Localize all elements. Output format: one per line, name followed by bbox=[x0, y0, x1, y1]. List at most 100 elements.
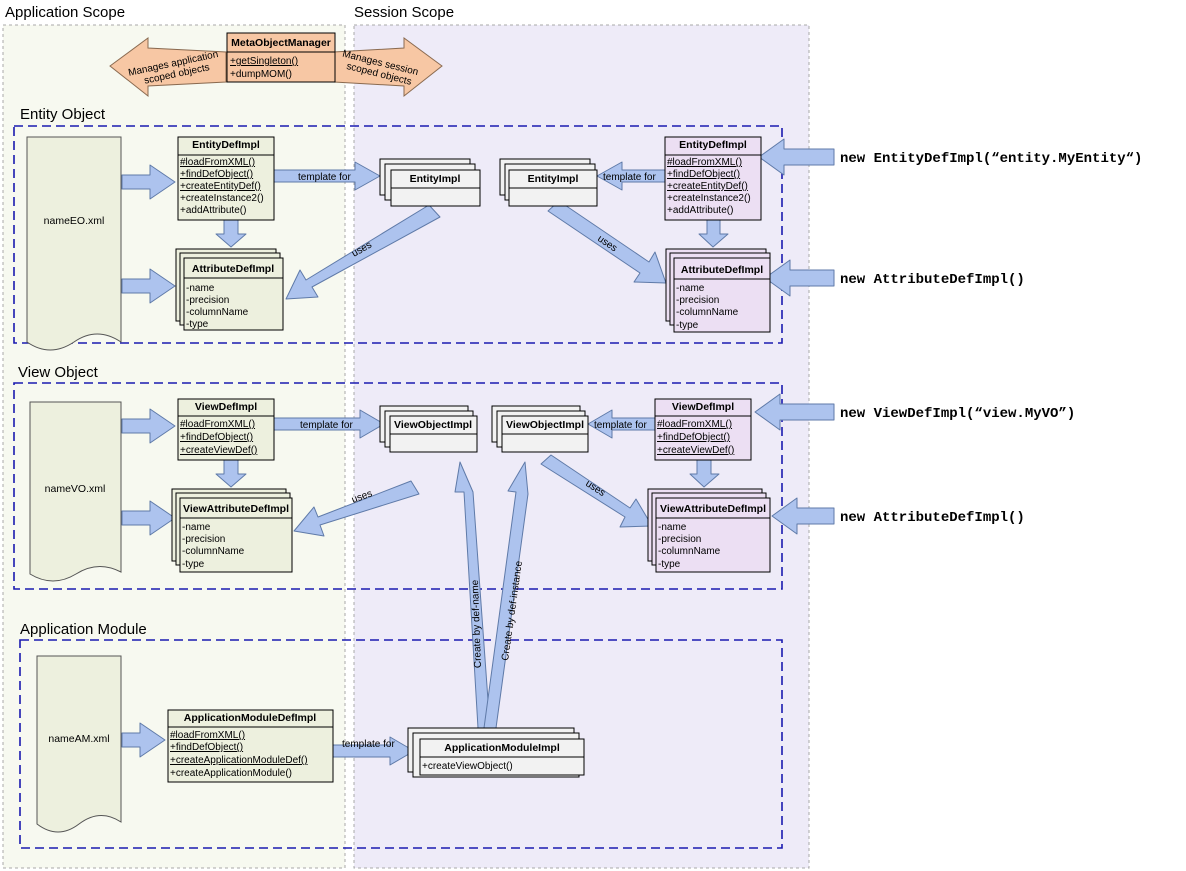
entity-section-frame bbox=[13, 125, 783, 344]
svg-text:+addAttribute(): +addAttribute() bbox=[180, 205, 246, 216]
svg-text:-precision: -precision bbox=[676, 295, 719, 306]
arrow-template-view-right bbox=[587, 409, 657, 439]
svg-text:-columnName: -columnName bbox=[186, 307, 249, 318]
svg-text:EntityImpl: EntityImpl bbox=[528, 173, 579, 185]
arrow-viewdef-right-down bbox=[689, 459, 720, 488]
code-new-attribute-def-2: new AttributeDefImpl() bbox=[840, 510, 1025, 526]
name-am-xml-label: nameAM.xml bbox=[48, 733, 109, 745]
arrow-am-to-amdef bbox=[121, 722, 166, 758]
label-template-for-entity-left: template for bbox=[298, 172, 351, 183]
svg-text:EntityDefImpl: EntityDefImpl bbox=[679, 139, 747, 151]
svg-text:EntityDefImpl: EntityDefImpl bbox=[192, 139, 260, 151]
svg-text:ViewAttributeDefImpl: ViewAttributeDefImpl bbox=[183, 503, 289, 515]
view-object-impl-right: ViewObjectImpl bbox=[491, 405, 589, 453]
arrow-new-attrdef-1 bbox=[764, 259, 835, 297]
view-attribute-def-impl-left: ViewAttributeDefImpl -name -precision -c… bbox=[171, 488, 293, 573]
svg-text:-type: -type bbox=[182, 559, 205, 570]
svg-text:ApplicationModuleDefImpl: ApplicationModuleDefImpl bbox=[184, 712, 316, 724]
left-orange-arrow bbox=[109, 37, 227, 98]
entity-def-impl-right: EntityDefImpl #loadFromXML() +findDefObj… bbox=[664, 136, 762, 221]
svg-text:+findDefObject(): +findDefObject() bbox=[180, 432, 253, 443]
name-eo-xml-document bbox=[26, 136, 122, 351]
arrow-uses-view-left bbox=[293, 480, 420, 537]
arrow-vo-to-viewattrdef bbox=[121, 500, 176, 536]
svg-text:+createViewObject(): +createViewObject() bbox=[422, 761, 513, 772]
mom-op-1: +dumpMOM() bbox=[230, 69, 292, 80]
entity-def-impl-left: EntityDefImpl #loadFromXML() +findDefObj… bbox=[177, 136, 275, 221]
svg-text:-precision: -precision bbox=[182, 534, 225, 545]
svg-text:+createEntityDef(): +createEntityDef() bbox=[180, 181, 261, 192]
svg-text:+createEntityDef(): +createEntityDef() bbox=[667, 181, 748, 192]
arrow-template-am bbox=[332, 736, 415, 766]
label-template-for-entity-right: template for bbox=[603, 172, 656, 183]
application-scope-title: Application Scope bbox=[5, 4, 125, 21]
svg-text:ViewDefImpl: ViewDefImpl bbox=[195, 401, 257, 413]
arrow-template-view-left bbox=[273, 409, 385, 439]
svg-text:ViewAttributeDefImpl: ViewAttributeDefImpl bbox=[660, 503, 766, 515]
svg-text:-type: -type bbox=[186, 319, 209, 330]
am-section-frame bbox=[19, 639, 783, 849]
svg-text:+findDefObject(): +findDefObject() bbox=[657, 432, 730, 443]
svg-text:-type: -type bbox=[676, 320, 699, 331]
arrow-uses-entity-right bbox=[547, 200, 667, 284]
entity-section-title: Entity Object bbox=[20, 106, 106, 123]
label-create-by-def-name: Create by def-name bbox=[470, 579, 484, 668]
arrow-new-attrdef-2 bbox=[771, 497, 835, 535]
svg-text:AttributeDefImpl: AttributeDefImpl bbox=[681, 264, 763, 276]
svg-text:#loadFromXML(): #loadFromXML() bbox=[667, 157, 742, 168]
arrow-uses-view-right bbox=[540, 454, 653, 528]
view-attribute-def-impl-right: ViewAttributeDefImpl -name -precision -c… bbox=[647, 488, 771, 573]
svg-text:#loadFromXML(): #loadFromXML() bbox=[170, 730, 245, 741]
arrow-template-entity-right bbox=[596, 161, 667, 191]
svg-text:#loadFromXML(): #loadFromXML() bbox=[180, 157, 255, 168]
svg-text:#loadFromXML(): #loadFromXML() bbox=[657, 419, 732, 430]
svg-text:-type: -type bbox=[658, 559, 681, 570]
svg-text:EntityImpl: EntityImpl bbox=[410, 173, 461, 185]
view-section-frame bbox=[13, 382, 783, 590]
arrow-viewdef-down bbox=[215, 459, 247, 488]
svg-text:+findDefObject(): +findDefObject() bbox=[180, 169, 253, 180]
svg-text:-columnName: -columnName bbox=[182, 546, 245, 557]
svg-text:+createViewDef(): +createViewDef() bbox=[657, 445, 734, 456]
meta-object-manager-class: MetaObjectManager +getSingleton() +dumpM… bbox=[226, 32, 336, 83]
code-new-view-def: new ViewDefImpl(“view.MyVO”) bbox=[840, 406, 1075, 422]
name-am-xml-document bbox=[36, 655, 122, 833]
svg-text:+createApplicationModule(): +createApplicationModule() bbox=[170, 768, 292, 779]
svg-text:-name: -name bbox=[658, 522, 687, 533]
svg-text:+createInstance2(): +createInstance2() bbox=[180, 193, 264, 204]
name-vo-xml-label: nameVO.xml bbox=[45, 483, 106, 495]
name-vo-xml-document bbox=[29, 401, 122, 582]
svg-text:-precision: -precision bbox=[186, 295, 229, 306]
svg-text:+createInstance2(): +createInstance2() bbox=[667, 193, 751, 204]
application-module-def-impl: ApplicationModuleDefImpl #loadFromXML() … bbox=[167, 709, 334, 783]
mom-op-0: +getSingleton() bbox=[230, 56, 298, 67]
svg-text:-name: -name bbox=[186, 283, 215, 294]
svg-text:-name: -name bbox=[182, 522, 211, 533]
attribute-def-impl-left: AttributeDefImpl -name -precision -colum… bbox=[175, 248, 284, 331]
svg-text:ViewDefImpl: ViewDefImpl bbox=[672, 401, 734, 413]
svg-text:+createApplicationModuleDef(): +createApplicationModuleDef() bbox=[170, 755, 308, 766]
svg-text:ApplicationModuleImpl: ApplicationModuleImpl bbox=[444, 742, 560, 754]
session-scope-title: Session Scope bbox=[354, 4, 454, 21]
mom-class-name: MetaObjectManager bbox=[231, 37, 331, 49]
name-eo-xml-label: nameEO.xml bbox=[44, 215, 105, 227]
arrow-vo-to-viewdef bbox=[121, 408, 176, 444]
svg-text:-columnName: -columnName bbox=[676, 307, 739, 318]
view-def-impl-right: ViewDefImpl #loadFromXML() +findDefObjec… bbox=[654, 398, 752, 461]
label-template-for-am: template for bbox=[342, 739, 395, 750]
arrow-uses-entity-left bbox=[285, 204, 441, 300]
view-object-impl-left: ViewObjectImpl bbox=[379, 405, 478, 453]
svg-text:+addAttribute(): +addAttribute() bbox=[667, 205, 733, 216]
arrow-entitydef-down bbox=[215, 219, 247, 248]
label-template-for-view-left: template for bbox=[300, 420, 353, 431]
arrow-eo-to-entitydef bbox=[121, 164, 176, 200]
view-section-title: View Object bbox=[18, 364, 99, 381]
arrow-template-entity-left bbox=[273, 161, 381, 191]
code-new-entity-def: new EntityDefImpl(“entity.MyEntity“) bbox=[840, 151, 1142, 167]
view-def-impl-left: ViewDefImpl #loadFromXML() +findDefObjec… bbox=[177, 398, 275, 461]
svg-text:ViewObjectImpl: ViewObjectImpl bbox=[394, 419, 472, 431]
svg-text:+findDefObject(): +findDefObject() bbox=[667, 169, 740, 180]
arrow-eo-to-attrdef bbox=[121, 268, 176, 304]
svg-text:#loadFromXML(): #loadFromXML() bbox=[180, 419, 255, 430]
